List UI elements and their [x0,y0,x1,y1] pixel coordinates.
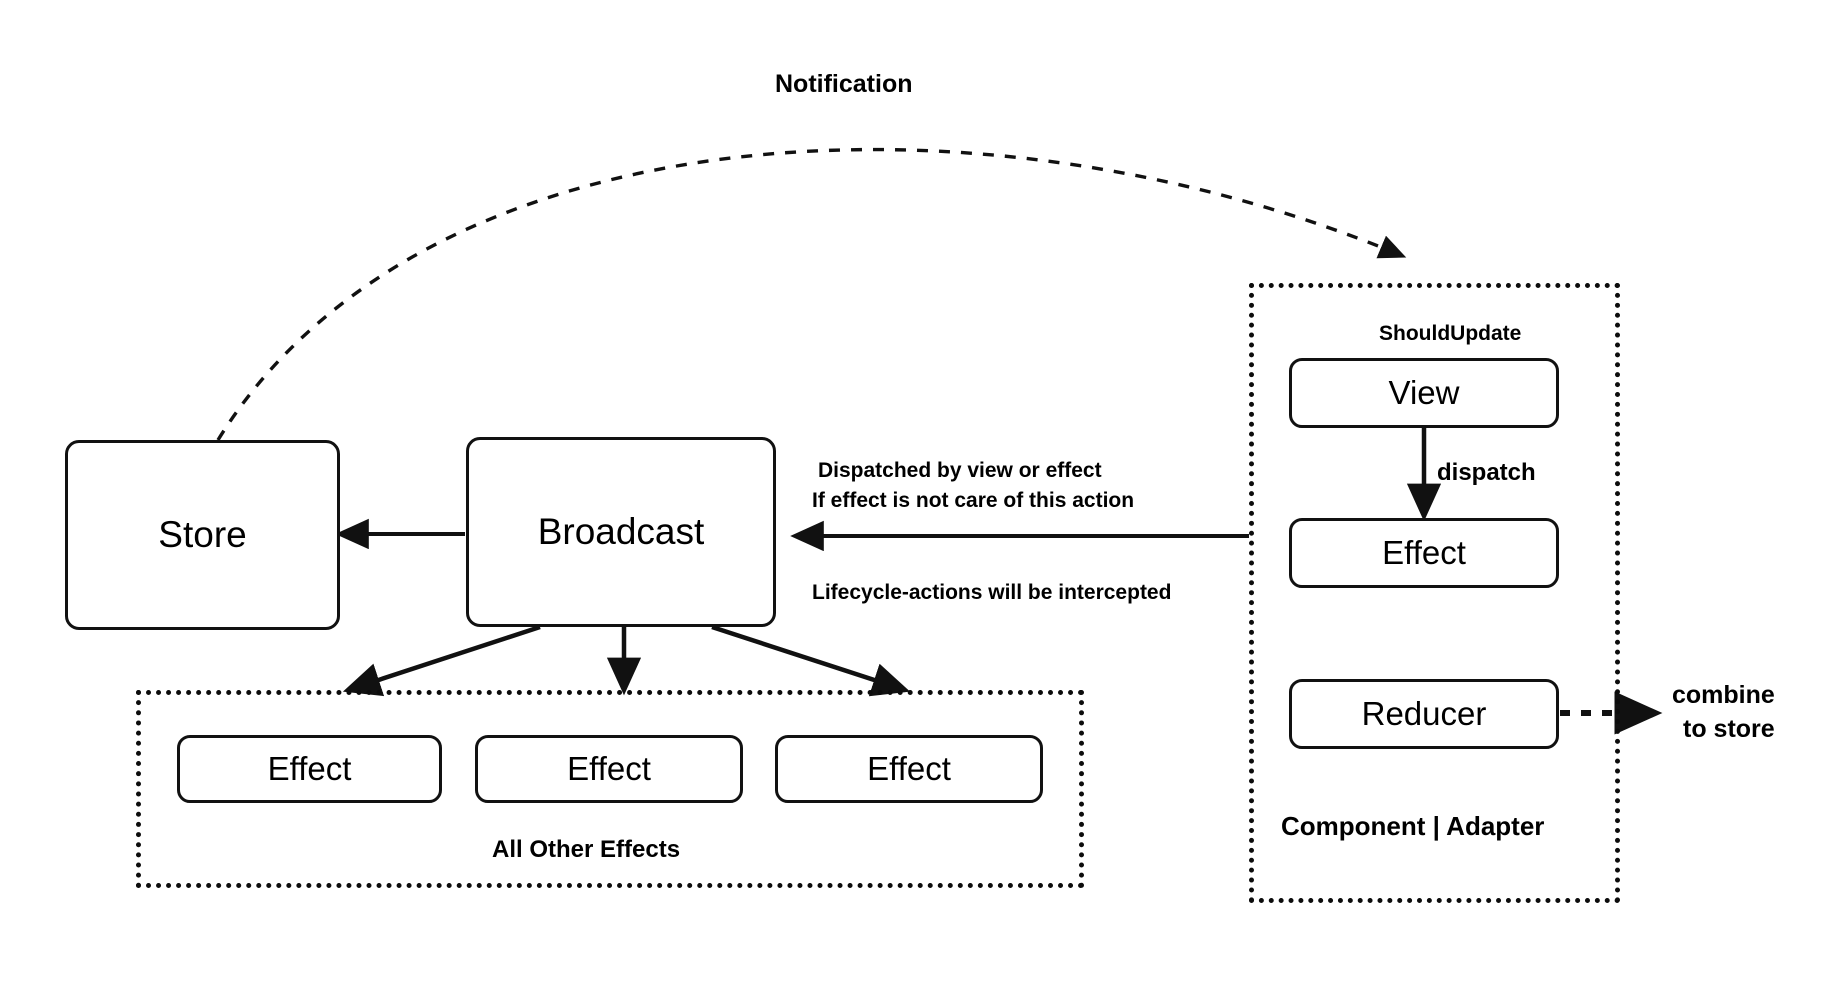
node-reducer[interactable]: Reducer [1289,679,1559,749]
dispatched-line1-label: Dispatched by view or effect [818,459,1102,482]
intercepted-label: Lifecycle-actions will be intercepted [812,581,1172,604]
combine-to-store-label-line2: to store [1683,715,1775,743]
all-other-effects-panel [136,690,1084,888]
node-broadcast-label: Broadcast [537,510,705,552]
node-view[interactable]: View [1289,358,1559,428]
node-other-effect-1[interactable]: Effect [177,735,442,803]
node-other-effect-3[interactable]: Effect [775,735,1043,803]
node-broadcast[interactable]: Broadcast [466,437,776,627]
node-view-label: View [1388,373,1460,411]
dispatched-line2-label: If effect is not care of this action [812,489,1135,512]
node-effect-right[interactable]: Effect [1289,518,1559,588]
node-store-label: Store [158,513,247,555]
node-effect-right-label: Effect [1382,533,1466,571]
notification-label: Notification [775,70,913,98]
all-other-effects-caption: All Other Effects [492,836,681,863]
node-other-effect-2[interactable]: Effect [475,735,743,803]
node-other-effect-3-label: Effect [867,749,951,787]
node-store[interactable]: Store [65,440,340,630]
node-other-effect-1-label: Effect [267,749,352,787]
should-update-label: ShouldUpdate [1379,322,1522,345]
component-adapter-panel [1249,283,1620,903]
node-other-effect-2-label: Effect [567,749,651,787]
notification-arc [216,147,1407,441]
node-reducer-label: Reducer [1361,694,1487,732]
broadcast-to-effect-1-arrow [342,624,541,697]
broadcast-to-effect-3-arrow [711,624,911,697]
combine-to-store-label-line1: combine [1672,681,1775,709]
component-adapter-caption: Component | Adapter [1281,811,1545,841]
dispatch-label: dispatch [1437,459,1536,486]
